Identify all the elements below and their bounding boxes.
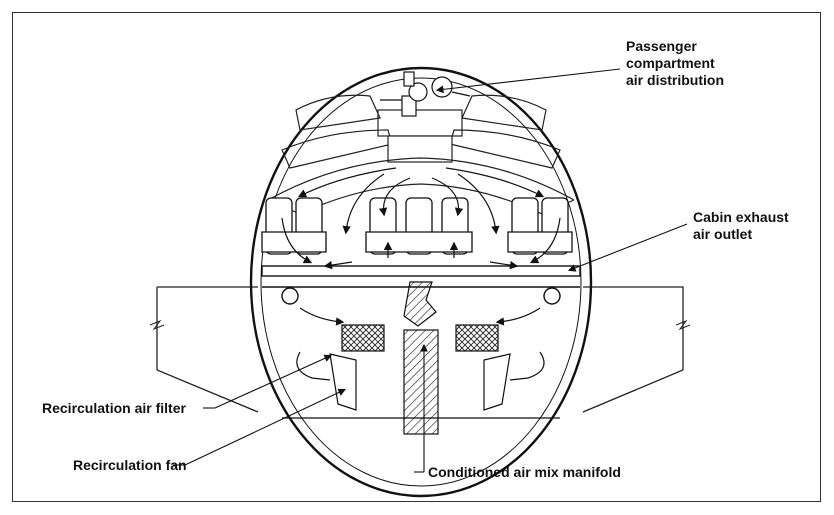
- label-recirculation-fan: Recirculation fan: [73, 457, 187, 473]
- leader-ticks: [173, 407, 424, 473]
- seat-rows: [261, 197, 573, 255]
- label-line: air outlet: [693, 226, 753, 242]
- overhead-structure: [267, 94, 575, 215]
- label-line: air distribution: [626, 72, 724, 88]
- label-passenger-distribution: Passenger compartment air distribution: [626, 38, 724, 89]
- label-line: compartment: [626, 55, 715, 71]
- distribution-duct: [380, 71, 471, 117]
- label-line: Cabin exhaust: [693, 209, 789, 225]
- leader-lines: [184, 68, 688, 472]
- fuselage-shell: [249, 66, 593, 498]
- label-line: Passenger: [626, 38, 697, 54]
- wing-fairing: [149, 286, 691, 413]
- label-conditioned-air-mix-manifold: Conditioned air mix manifold: [428, 464, 621, 480]
- airflow-arrows: [281, 167, 561, 326]
- label-cabin-exhaust: Cabin exhaust air outlet: [693, 209, 789, 243]
- lower-lobe-equipment: [282, 281, 560, 435]
- label-recirculation-air-filter: Recirculation air filter: [42, 400, 186, 416]
